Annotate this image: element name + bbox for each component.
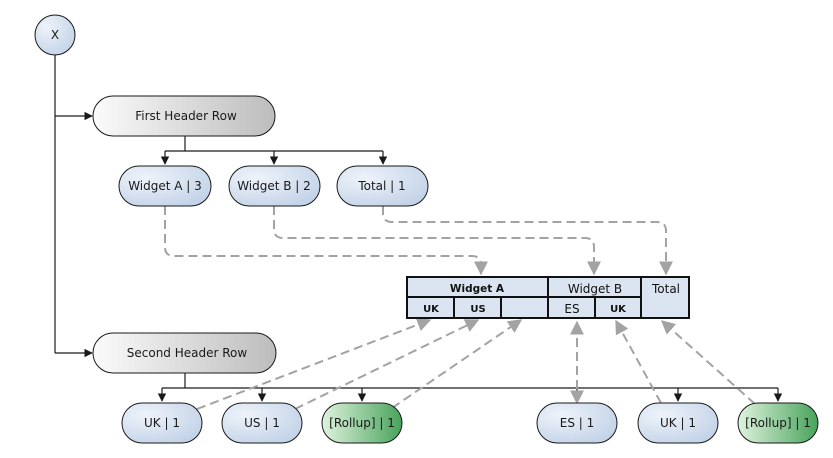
root-label: X	[51, 28, 59, 42]
node-rollup-2: [Rollup] | 1	[737, 402, 819, 444]
map-rollup1-to-table	[391, 319, 523, 409]
node-es-1-label: ES | 1	[560, 416, 595, 430]
node-uk-2: UK | 1	[637, 402, 719, 444]
second-header-node: Second Header Row	[92, 332, 277, 374]
node-es-1: ES | 1	[536, 402, 618, 444]
table-sub-widget-b-es: ES	[564, 302, 579, 316]
node-widget-b: Widget B | 2	[228, 165, 321, 207]
node-widget-a: Widget A | 3	[118, 165, 212, 207]
first-header-node: First Header Row	[92, 95, 276, 137]
node-uk-2-label: UK | 1	[660, 416, 696, 430]
map-total-to-table	[382, 206, 673, 276]
node-uk-1-label: UK | 1	[144, 416, 180, 430]
table-header-widget-b: Widget B	[568, 282, 622, 296]
node-total-label: Total | 1	[357, 179, 405, 193]
map-widget-b-to-table	[273, 206, 601, 276]
table-sub-widget-b-uk: UK	[610, 304, 627, 315]
result-table: Widget A Widget B Total UK US ES UK	[406, 276, 690, 319]
second-header-label: Second Header Row	[127, 346, 248, 360]
first-header-label: First Header Row	[135, 109, 237, 123]
node-widget-b-label: Widget B | 2	[237, 179, 311, 193]
map-widget-a-to-table	[164, 206, 488, 276]
mapping-edges	[164, 206, 756, 410]
root-node: X	[34, 14, 76, 56]
map-rollup2-to-table	[660, 320, 756, 405]
node-uk-1: UK | 1	[121, 402, 203, 444]
node-rollup-1: [Rollup] | 1	[321, 402, 403, 444]
node-widget-a-label: Widget A | 3	[128, 179, 202, 193]
map-uk2-to-table	[615, 319, 662, 404]
node-us-1-label: US | 1	[244, 416, 280, 430]
node-rollup-2-label: [Rollup] | 1	[745, 416, 811, 430]
table-sub-widget-a-us: US	[470, 304, 485, 315]
node-rollup-1-label: [Rollup] | 1	[329, 416, 395, 430]
table-header-widget-a: Widget A	[450, 283, 505, 295]
table-sub-widget-a-uk: UK	[423, 304, 440, 315]
node-total: Total | 1	[336, 165, 429, 207]
map-us1-to-table	[294, 319, 480, 410]
table-header-total: Total	[651, 282, 680, 296]
node-us-1: US | 1	[221, 402, 303, 444]
